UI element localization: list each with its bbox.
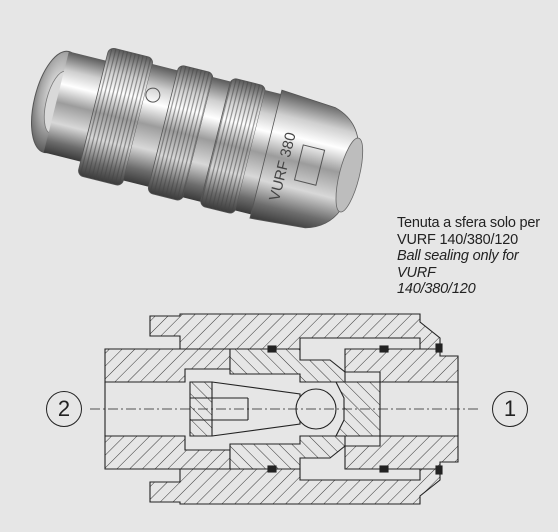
caption-english-line2: 140/380/120 bbox=[397, 281, 476, 297]
port-2-label: 2 bbox=[46, 391, 82, 427]
caption-italian-line1: Tenuta a sfera solo per bbox=[397, 215, 540, 231]
caption: Tenuta a sfera solo per VURF 140/380/120… bbox=[397, 215, 557, 298]
port-1-label: 1 bbox=[492, 391, 528, 427]
section-drawing bbox=[90, 313, 480, 505]
caption-italian-line2: VURF 140/380/120 bbox=[397, 231, 518, 248]
coupling-photo: VURF 380 bbox=[31, 47, 364, 229]
caption-english-line1: Ball sealing only for VURF bbox=[397, 248, 519, 281]
